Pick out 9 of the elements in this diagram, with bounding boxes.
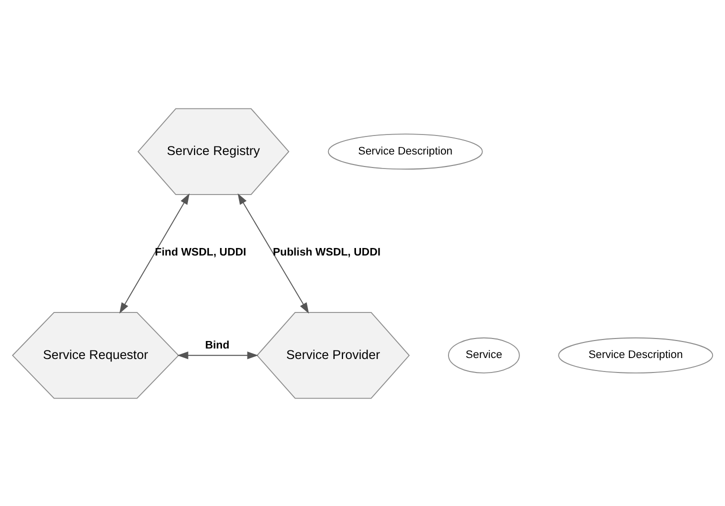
edge-label: Find WSDL, UDDI [154, 246, 246, 258]
arrow [177, 351, 258, 359]
node-ellipse: Service Description [558, 336, 714, 373]
edge-label: Publish WSDL, UDDI [272, 246, 381, 258]
arrow [238, 192, 309, 314]
node-ellipse: Service Description [328, 133, 483, 170]
node-ellipse: Service [448, 336, 520, 373]
arrow [119, 192, 190, 314]
edge-label: Bind [205, 339, 230, 352]
